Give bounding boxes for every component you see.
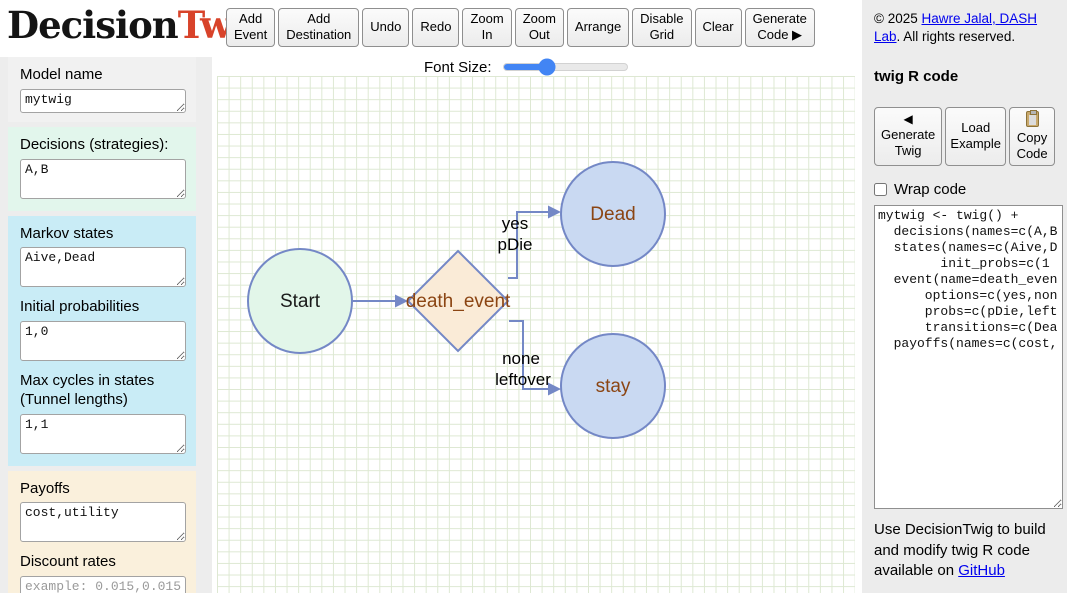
arrowhead-start-to-event <box>395 294 408 308</box>
max-cycles-label: Max cycles in states (Tunnel lengths) <box>20 372 155 408</box>
right-panel: © 2025 Hawre Jalal, DASH Lab. All rights… <box>862 0 1067 593</box>
initial-probabilities-input[interactable]: 1,0 <box>20 321 186 361</box>
redo-button[interactable]: Redo <box>412 8 460 47</box>
edge-label-leftover: leftover <box>495 370 551 389</box>
payoffs-input[interactable]: cost,utility <box>20 502 186 543</box>
font-size-control: Font Size: <box>424 58 628 76</box>
arrowhead-event-to-dead <box>548 205 561 219</box>
load-example-button[interactable]: Load Example <box>945 106 1007 167</box>
model-name-label: Model name <box>20 66 103 83</box>
font-size-slider[interactable] <box>502 58 628 76</box>
edge-event-to-dead[interactable] <box>508 211 548 279</box>
header: DecisionTwig Add Event Add Destination U… <box>0 0 862 57</box>
decisions-input[interactable]: A,B <box>20 158 186 199</box>
decisions-section: Decisions (strategies): A,B <box>8 126 196 211</box>
markov-section: Markov states Aive,Dead Initial probabil… <box>8 215 196 466</box>
font-size-slider-fill <box>503 64 547 70</box>
edge-label-none: none <box>502 349 540 368</box>
github-link[interactable]: GitHub <box>958 562 1005 580</box>
footer-note: Use DecisionTwig to build and modify twi… <box>874 520 1055 582</box>
markov-states-label: Markov states <box>20 224 114 242</box>
arrowheads <box>395 205 561 396</box>
undo-button[interactable]: Undo <box>362 8 410 47</box>
arrowhead-event-to-stay <box>548 382 561 396</box>
copyright: © 2025 Hawre Jalal, DASH Lab. All rights… <box>874 10 1055 46</box>
discount-rates-input[interactable] <box>20 576 186 593</box>
r-code-textarea[interactable]: mytwig <- twig() + decisions(names=c(A,B… <box>874 205 1063 510</box>
decisions-label: Decisions (strategies): <box>20 135 169 153</box>
node-death-event[interactable] <box>406 249 510 353</box>
font-size-slider-thumb[interactable] <box>538 58 556 76</box>
copy-code-button-label: Copy Code <box>1016 129 1048 161</box>
arrange-button[interactable]: Arrange <box>566 8 630 47</box>
copyright-prefix: © 2025 <box>874 11 922 26</box>
wrap-code-row: Wrap code <box>874 181 1055 198</box>
edge-label-pdie: pDie <box>498 235 533 254</box>
twig-r-code-heading: twig R code <box>874 67 959 85</box>
discount-rates-label: Discount rates <box>20 553 116 571</box>
initial-probabilities-label: Initial probabilities <box>20 298 140 316</box>
diagram-svg: Start death_event Dead stay yes pDie non… <box>247 161 666 439</box>
node-dead[interactable] <box>560 161 666 267</box>
wrap-code-checkbox[interactable] <box>874 183 887 197</box>
node-stay[interactable] <box>560 333 666 439</box>
logo-part-decision: Decision <box>7 3 179 47</box>
font-size-label: Font Size: <box>424 58 492 76</box>
node-stay-label: stay <box>596 376 631 397</box>
edge-event-to-stay[interactable] <box>509 320 548 390</box>
model-name-input[interactable]: mytwig <box>20 88 186 113</box>
author-link[interactable]: Hawre Jalal, DASH Lab <box>874 11 1038 44</box>
payoffs-label: Payoffs <box>20 479 70 497</box>
toolbar: Add Event Add Destination Undo Redo Zoom… <box>226 8 815 47</box>
payoffs-section: Payoffs cost,utility Discount rates <box>8 470 196 593</box>
left-sidebar: Model name mytwig Decisions (strategies)… <box>0 57 212 593</box>
edges <box>353 211 548 390</box>
zoom-in-button[interactable]: Zoom In <box>462 8 512 47</box>
add-event-button[interactable]: Add Event <box>226 8 276 47</box>
node-start[interactable] <box>247 248 353 354</box>
copyright-suffix: . All rights reserved. <box>896 28 1016 44</box>
node-death-event-label: death_event <box>406 291 511 312</box>
clear-button[interactable]: Clear <box>694 8 742 47</box>
disable-grid-button[interactable]: Disable Grid <box>632 8 692 47</box>
code-buttons: ◀ Generate Twig Load Example Copy Code <box>874 106 1055 167</box>
node-start-label: Start <box>280 291 321 312</box>
left-triangle-icon: ◀ <box>903 112 913 127</box>
generate-twig-button[interactable]: ◀ Generate Twig <box>874 106 943 167</box>
edge-label-yes: yes <box>502 214 528 233</box>
zoom-out-button[interactable]: Zoom Out <box>514 8 564 47</box>
markov-states-input[interactable]: Aive,Dead <box>20 247 186 288</box>
node-dead-label: Dead <box>590 204 635 225</box>
wrap-code-label: Wrap code <box>894 181 967 199</box>
load-example-button-label: Load Example <box>950 120 1001 152</box>
generate-twig-button-label: Generate Twig <box>881 127 936 159</box>
generate-code-button[interactable]: Generate Code ▶ <box>744 8 815 47</box>
diagram-canvas[interactable]: Start death_event Dead stay yes pDie non… <box>212 57 862 593</box>
max-cycles-input[interactable]: 1,1 <box>20 413 186 454</box>
footer-text: Use DecisionTwig to build and modify twi… <box>874 521 1046 580</box>
add-destination-button[interactable]: Add Destination <box>278 8 360 47</box>
model-name-section: Model name mytwig <box>8 57 196 122</box>
copy-code-button[interactable]: Copy Code <box>1009 106 1055 167</box>
clipboard-icon <box>1025 109 1039 127</box>
